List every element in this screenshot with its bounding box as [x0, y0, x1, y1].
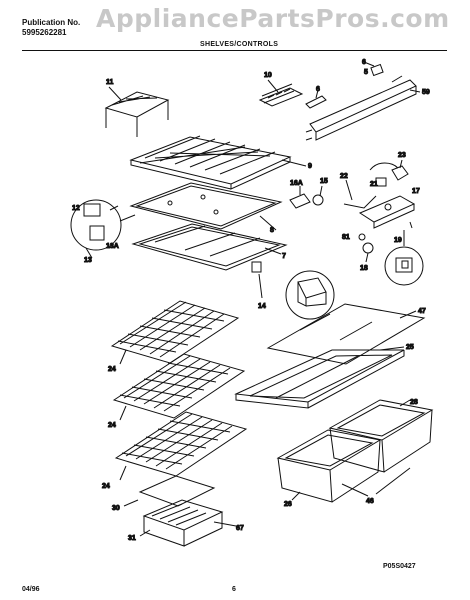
callout-24: 24: [102, 483, 110, 490]
part-control-rail: [305, 61, 421, 141]
callout-22: 22: [340, 173, 348, 180]
part-bracket-6a: [305, 89, 327, 109]
callout-59: 59: [422, 89, 430, 96]
part-crisper-drawer-26: [276, 429, 382, 503]
callout-13a: 13A: [106, 243, 119, 250]
callout-26: 26: [284, 501, 292, 508]
part-shelf-frame-8: [129, 182, 283, 231]
page-number: 6: [232, 586, 236, 593]
callout-18: 18: [360, 265, 368, 272]
callout-11: 11: [106, 79, 114, 86]
part-crisper-cover-25: [234, 346, 405, 409]
callout-30: 30: [112, 505, 120, 512]
detail-circle-left: [70, 199, 136, 259]
callout-46: 46: [366, 498, 374, 505]
part-screw-81-18: [358, 233, 374, 263]
callout-25: 25: [406, 344, 414, 351]
callout-31: 31: [128, 535, 136, 542]
section-title: SHELVES/CONTROLS: [200, 41, 279, 48]
publication-number: 5995262281: [22, 28, 67, 37]
callout-13: 13: [84, 257, 92, 264]
callout-6: 6: [316, 86, 320, 93]
detail-circle-center: [285, 270, 335, 320]
diagram-id: P05S0427: [383, 563, 416, 570]
callout-24: 24: [108, 422, 116, 429]
callout-81: 81: [342, 234, 350, 241]
callout-28: 28: [410, 399, 418, 406]
footer-date: 04/96: [22, 586, 40, 593]
callout-10: 10: [264, 72, 272, 79]
callout-23: 23: [398, 152, 406, 159]
part-glass-47: [266, 303, 426, 365]
part-cover-30: [123, 475, 216, 507]
part-cluster-10: [258, 79, 304, 107]
watermark: AppliancePartsPros.com: [96, 4, 450, 33]
callout-14: 14: [258, 303, 266, 310]
part-thermostat-17: [343, 159, 416, 229]
part-wire-shelf-24b: [112, 353, 246, 421]
callout-12: 12: [72, 205, 80, 212]
part-wire-shelf-24a: [110, 300, 240, 365]
callout-9: 9: [308, 163, 312, 170]
header-divider: [22, 50, 447, 51]
callout-24: 24: [108, 366, 116, 373]
detail-circle-right: [384, 221, 424, 286]
part-wire-shelf-24c: [114, 411, 248, 481]
callout-15: 15: [320, 178, 328, 185]
callout-17: 17: [412, 188, 420, 195]
publication-label: Publication No.: [22, 18, 81, 27]
callout-19: 19: [394, 237, 402, 244]
part-clip-14: [251, 261, 263, 299]
leader-46: [341, 467, 411, 497]
part-shelf-7: [131, 223, 288, 271]
callout-7: 7: [282, 253, 286, 260]
callout-47: 47: [418, 308, 426, 315]
callout-8: 8: [270, 227, 274, 234]
part-drawer-31: [139, 499, 237, 547]
part-wire-bracket: [104, 86, 170, 137]
callout-67: 67: [236, 525, 244, 532]
callout-6: 6: [362, 59, 366, 66]
callout-5: 5: [364, 69, 368, 76]
part-knob-15-16a: [289, 185, 324, 209]
callout-21: 21: [370, 181, 378, 188]
part-shelf-grid-9: [129, 135, 307, 190]
callout-16a: 16A: [290, 180, 303, 187]
part-crisper-drawer-28: [328, 399, 434, 473]
